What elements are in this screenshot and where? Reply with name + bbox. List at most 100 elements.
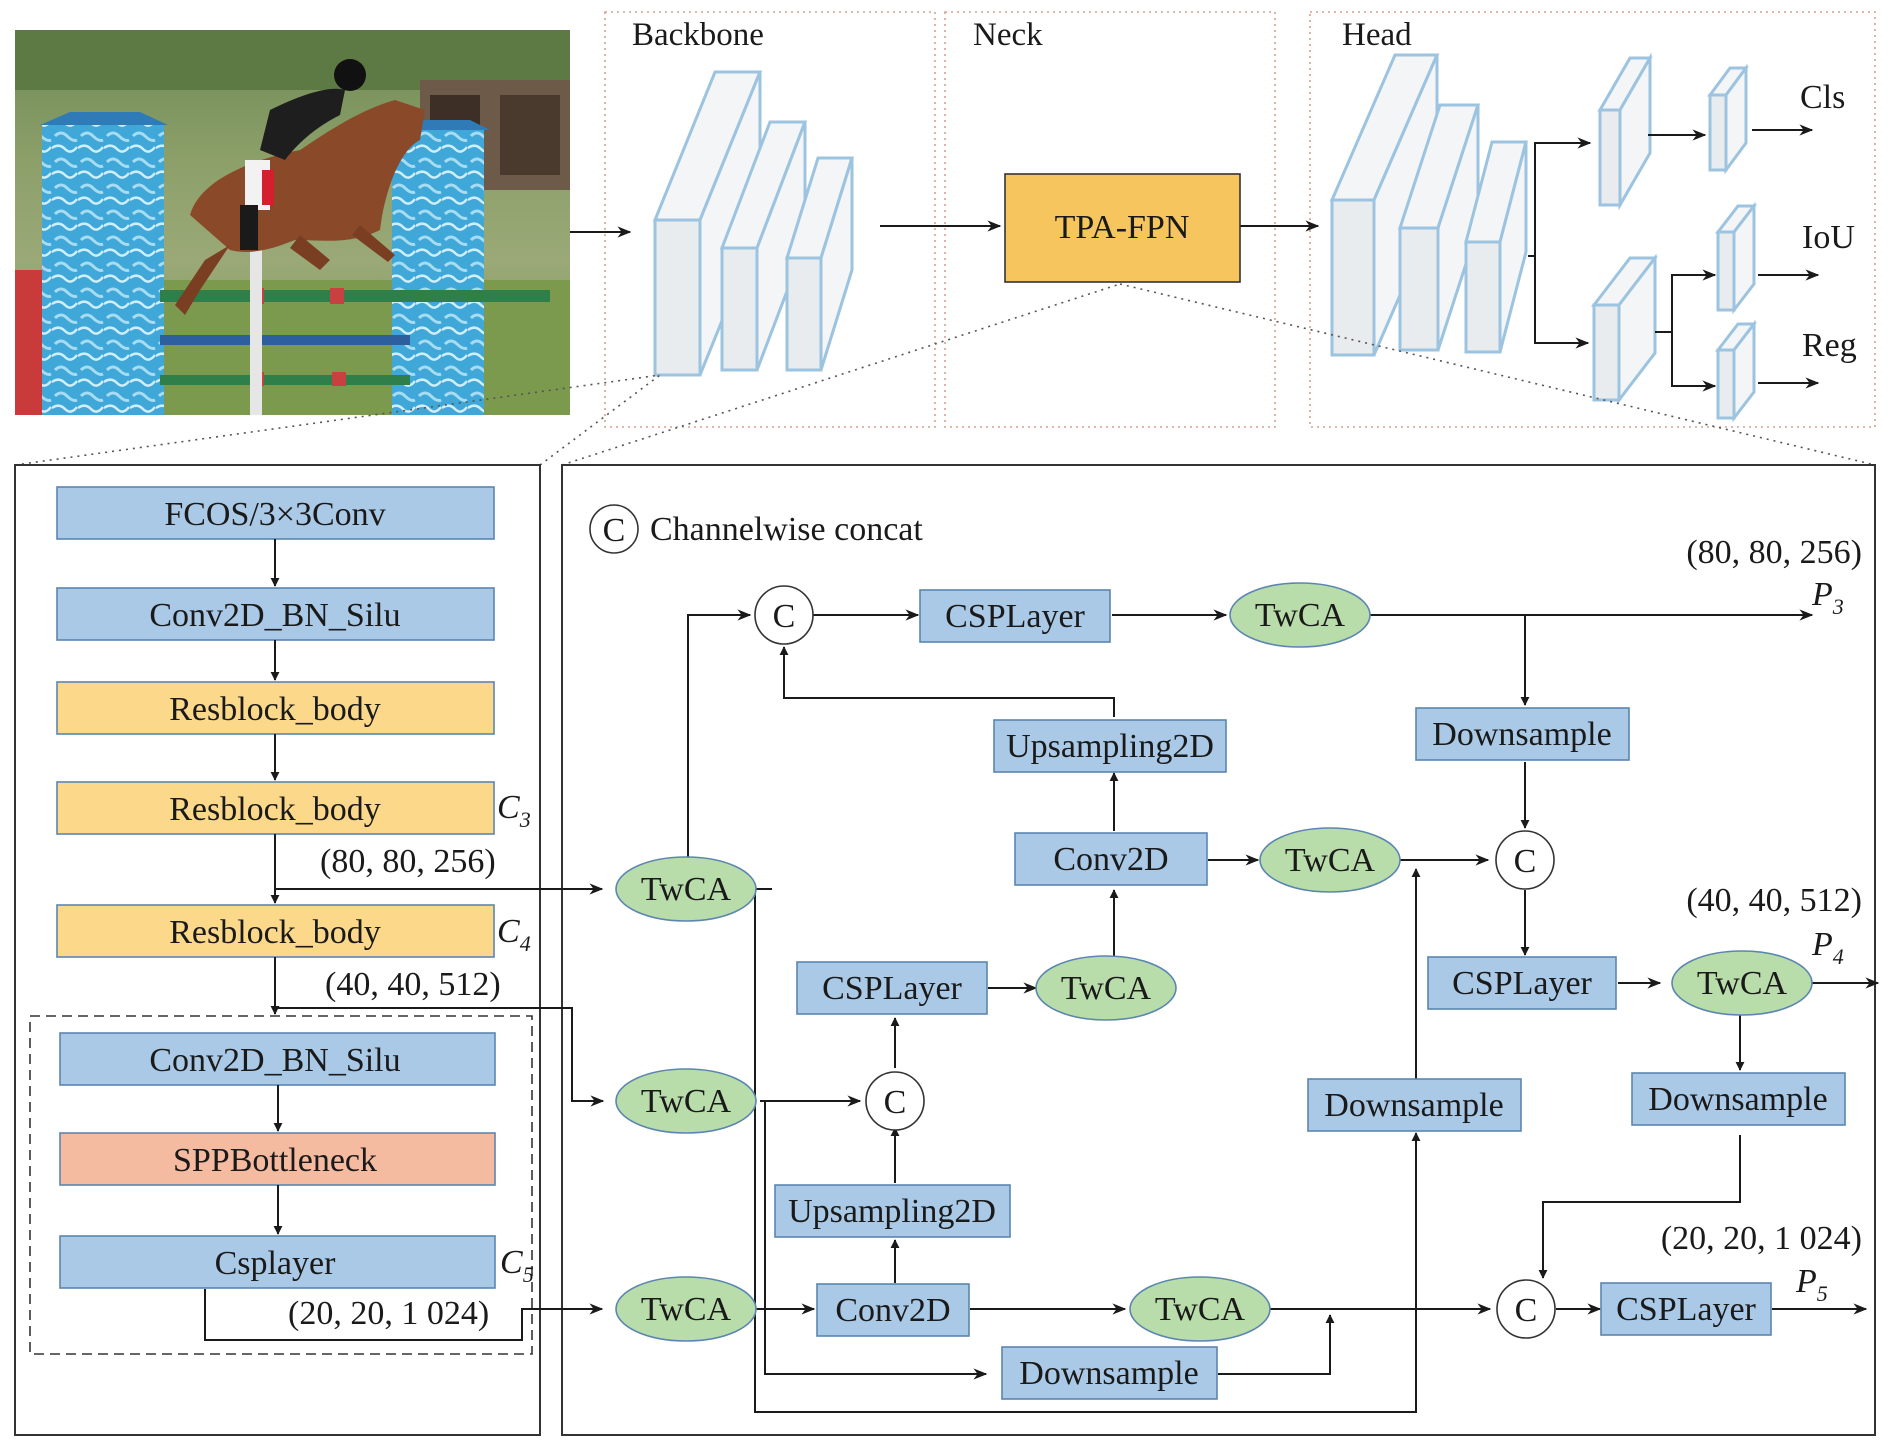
svg-text:TwCA: TwCA: [1061, 970, 1152, 1007]
svg-text:Conv2D: Conv2D: [1053, 841, 1168, 878]
backbone-feature-maps: [652, 70, 855, 377]
backbone-title: Backbone: [632, 17, 764, 53]
svg-text:C: C: [1515, 1292, 1538, 1329]
legend-text: Channelwise concat: [650, 511, 923, 548]
concat-node-left-mid: [865, 1071, 925, 1131]
svg-text:Downsample: Downsample: [1324, 1087, 1503, 1124]
output-reg: Reg: [1802, 327, 1857, 364]
spp-group: [29, 1015, 533, 1355]
svg-text:Downsample: Downsample: [1648, 1081, 1827, 1118]
backbone-detail: FCOS/3×3Conv Conv2D_BN_Silu Resblock_bod…: [29, 486, 534, 1355]
p3-label: P3: [1811, 576, 1844, 619]
c5-label: C5: [500, 1244, 534, 1287]
head-title: Head: [1342, 17, 1412, 53]
backbone-detail-panel: [14, 464, 541, 1436]
downsample-top: [1415, 707, 1630, 761]
output-cls: Cls: [1800, 79, 1845, 116]
svg-text:C: C: [603, 512, 626, 549]
block-conv2d-bn-silu-2-label: Conv2D_BN_Silu: [149, 1042, 400, 1079]
block-sppbottleneck-label: SPPBottleneck: [173, 1142, 377, 1179]
svg-text:Downsample: Downsample: [1019, 1355, 1198, 1392]
svg-text:CSPLayer: CSPLayer: [1452, 965, 1592, 1002]
block-sppbottleneck: [59, 1132, 496, 1186]
csplayer-p5: [1600, 1282, 1772, 1336]
shape-c5: (20, 20, 1 024): [288, 1295, 489, 1332]
cross-connectors: [204, 883, 605, 1341]
block-resblock-1: [56, 681, 495, 735]
svg-text:TwCA: TwCA: [1155, 1291, 1246, 1328]
csplayer-top: [919, 589, 1111, 643]
block-resblock-3: [56, 904, 495, 958]
downsample-mid: [1307, 1078, 1522, 1132]
twca-mid-left: [1035, 955, 1177, 1021]
block-resblock-2: [56, 781, 495, 835]
svg-text:CSPLayer: CSPLayer: [822, 970, 962, 1007]
svg-text:CSPLayer: CSPLayer: [945, 598, 1085, 635]
legend: C Channelwise concat: [589, 504, 923, 554]
fpn-nodes: C C C C TwCA TwCA TwCA TwCA TwCA TwCA Tw…: [615, 582, 1846, 1400]
svg-text:TwCA: TwCA: [641, 1291, 732, 1328]
svg-text:Upsampling2D: Upsampling2D: [1006, 728, 1214, 765]
upsampling-top: [993, 719, 1227, 773]
twca-p4: [1671, 950, 1813, 1016]
output-iou: IoU: [1802, 219, 1855, 256]
block-fcos-label: FCOS/3×3Conv: [164, 496, 385, 533]
block-resblock-3-label: Resblock_body: [169, 914, 381, 951]
concat-node-top: [754, 585, 814, 645]
fpn-wires: [687, 609, 1880, 1413]
csplayer-mid-left: [796, 961, 988, 1015]
svg-text:TwCA: TwCA: [1285, 842, 1376, 879]
block-csplayer-label: Csplayer: [215, 1245, 337, 1282]
block-resblock-2-label: Resblock_body: [169, 791, 381, 828]
downsample-bottom: [1001, 1346, 1218, 1400]
shape-c4: (40, 40, 512): [325, 966, 501, 1003]
block-conv2d-bn-silu-1-label: Conv2D_BN_Silu: [149, 597, 400, 634]
concat-node-right-mid: [1495, 830, 1555, 890]
shape-p3: (80, 80, 256): [1686, 534, 1862, 571]
fpn-detail-panel: [561, 464, 1876, 1436]
svg-text:Upsampling2D: Upsampling2D: [788, 1193, 996, 1230]
top-flow-arrows: [570, 124, 1820, 392]
svg-text:C: C: [1514, 843, 1537, 880]
head-feature-maps: [1329, 52, 1758, 423]
twca-p3: [1229, 582, 1371, 648]
twca-bottom: [1129, 1276, 1271, 1342]
svg-text:TwCA: TwCA: [641, 871, 732, 908]
twca-mid-right: [1259, 827, 1401, 893]
shape-p5: (20, 20, 1 024): [1661, 1220, 1862, 1257]
svg-text:C: C: [773, 598, 796, 635]
upsampling-bottom: [774, 1184, 1011, 1238]
svg-text:C: C: [884, 1084, 907, 1121]
tpa-fpn-label: TPA-FPN: [1055, 209, 1190, 246]
svg-text:Conv2D: Conv2D: [835, 1292, 950, 1329]
block-conv2d-bn-silu-2: [59, 1032, 496, 1086]
svg-text:Downsample: Downsample: [1432, 716, 1611, 753]
fpn-outputs: (80, 80, 256) P3 (40, 40, 512) P4 (20, 2…: [1661, 534, 1862, 1306]
head-panel: [1309, 11, 1876, 428]
tpa-fpn-block: [1004, 173, 1241, 283]
p5-label: P5: [1795, 1263, 1828, 1306]
svg-text:TwCA: TwCA: [1255, 597, 1346, 634]
svg-text:TwCA: TwCA: [641, 1083, 732, 1120]
shape-c3: (80, 80, 256): [320, 843, 496, 880]
conv2d-top: [1014, 832, 1208, 886]
twca-c4: [615, 1068, 757, 1134]
neck-title: Neck: [973, 17, 1043, 53]
p4-label: P4: [1811, 926, 1844, 969]
svg-text:TwCA: TwCA: [1697, 965, 1788, 1002]
c3-label: C3: [497, 789, 531, 832]
block-conv2d-bn-silu-1: [56, 587, 495, 641]
concat-legend-icon: [589, 504, 639, 554]
block-fcos: [56, 486, 495, 540]
block-csplayer: [59, 1235, 496, 1289]
conv2d-bottom: [816, 1283, 970, 1337]
input-image: [15, 30, 570, 415]
twca-c3: [615, 856, 757, 922]
block-resblock-1-label: Resblock_body: [169, 691, 381, 728]
concat-node-bottom: [1496, 1279, 1556, 1339]
twca-c5: [615, 1276, 757, 1342]
shape-p4: (40, 40, 512): [1686, 882, 1862, 919]
svg-text:CSPLayer: CSPLayer: [1616, 1291, 1756, 1328]
csplayer-p4: [1427, 956, 1617, 1010]
